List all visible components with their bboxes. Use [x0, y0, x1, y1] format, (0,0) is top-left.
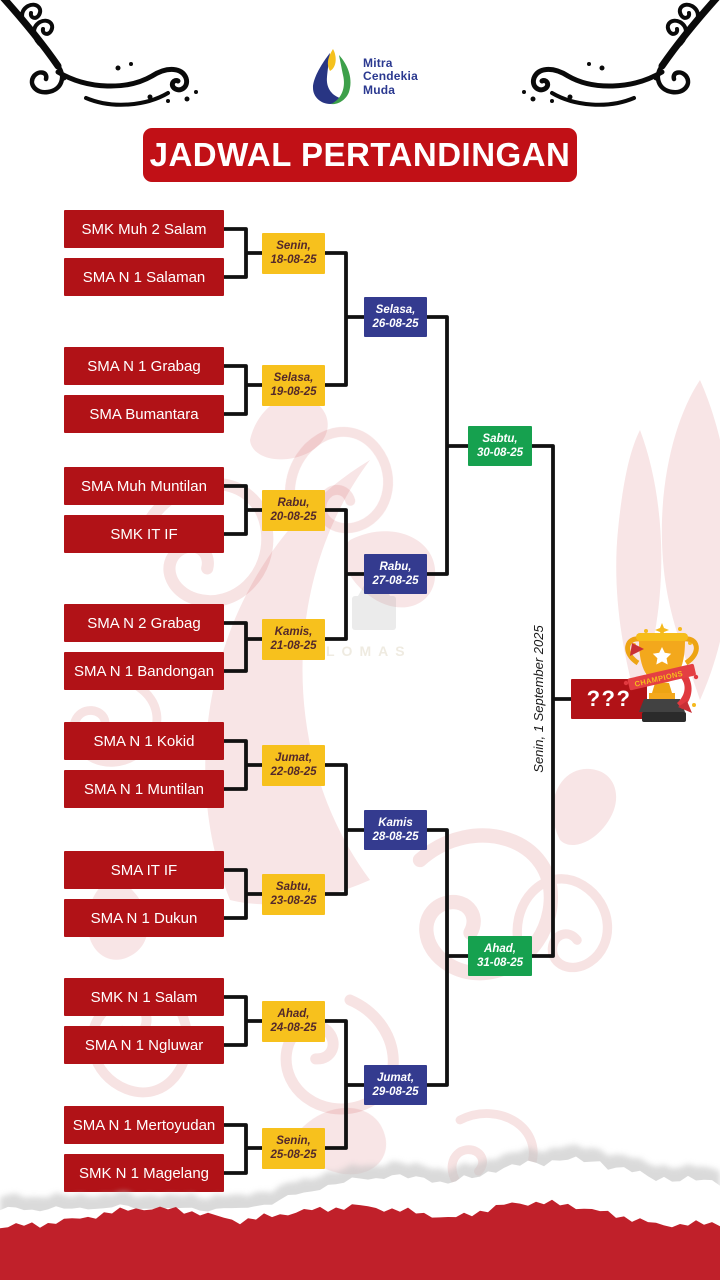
- team-box: SMA N 1 Salaman: [64, 258, 224, 296]
- team-box: SMA N 1 Grabag: [64, 347, 224, 385]
- champion-box: ???: [571, 679, 647, 719]
- team-box: SMK N 1 Magelang: [64, 1154, 224, 1192]
- team-box: SMA Bumantara: [64, 395, 224, 433]
- team-box: SMA Muh Muntilan: [64, 467, 224, 505]
- torn-paper-edge: [0, 1144, 720, 1280]
- team-box: SMA N 2 Grabag: [64, 604, 224, 642]
- trophy-icon: CHAMPIONS: [623, 623, 699, 722]
- logo-text-line: Muda: [363, 82, 396, 97]
- page-title: JADWAL PERTANDINGAN: [143, 128, 577, 182]
- logo-icon: [313, 49, 351, 105]
- match-date-round2: Selasa,26-08-25: [364, 297, 427, 337]
- team-box: SMK IT IF: [64, 515, 224, 553]
- flourish-right-icon: [522, 0, 720, 107]
- match-date-round3: Ahad,31-08-25: [468, 936, 532, 976]
- match-date-round1: Jumat,22-08-25: [262, 744, 325, 786]
- team-box: SMA N 1 Bandongan: [64, 652, 224, 690]
- logo-text-line: Mitra: [363, 55, 393, 70]
- match-date-round1: Senin,18-08-25: [262, 232, 325, 274]
- match-date-round1: Senin,25-08-25: [262, 1127, 325, 1169]
- final-date-label: Senin, 1 September 2025: [531, 625, 546, 773]
- team-box: SMA N 1 Ngluwar: [64, 1026, 224, 1064]
- match-date-round1: Sabtu,23-08-25: [262, 873, 325, 915]
- team-box: SMA IT IF: [64, 851, 224, 889]
- logo-text-line: Cendekia: [363, 69, 418, 84]
- logo: Mitra Cendekia Muda: [310, 48, 418, 106]
- match-date-round2: Rabu,27-08-25: [364, 554, 427, 594]
- team-box: SMK Muh 2 Salam: [64, 210, 224, 248]
- team-box: SMA N 1 Kokid: [64, 722, 224, 760]
- match-date-round3: Sabtu,30-08-25: [468, 426, 532, 466]
- team-box: SMA N 1 Mertoyudan: [64, 1106, 224, 1144]
- match-date-round2: Jumat,29-08-25: [364, 1065, 427, 1105]
- team-box: SMK N 1 Salam: [64, 978, 224, 1016]
- match-date-round1: Rabu,20-08-25: [262, 489, 325, 531]
- match-date-round1: Ahad,24-08-25: [262, 1000, 325, 1042]
- team-box: SMA N 1 Muntilan: [64, 770, 224, 808]
- team-box: SMA N 1 Dukun: [64, 899, 224, 937]
- flourish-left-icon: [0, 0, 198, 107]
- svg-text:LOMAS: LOMAS: [326, 643, 412, 659]
- match-date-round1: Selasa,19-08-25: [262, 364, 325, 406]
- match-date-round1: Kamis,21-08-25: [262, 618, 325, 660]
